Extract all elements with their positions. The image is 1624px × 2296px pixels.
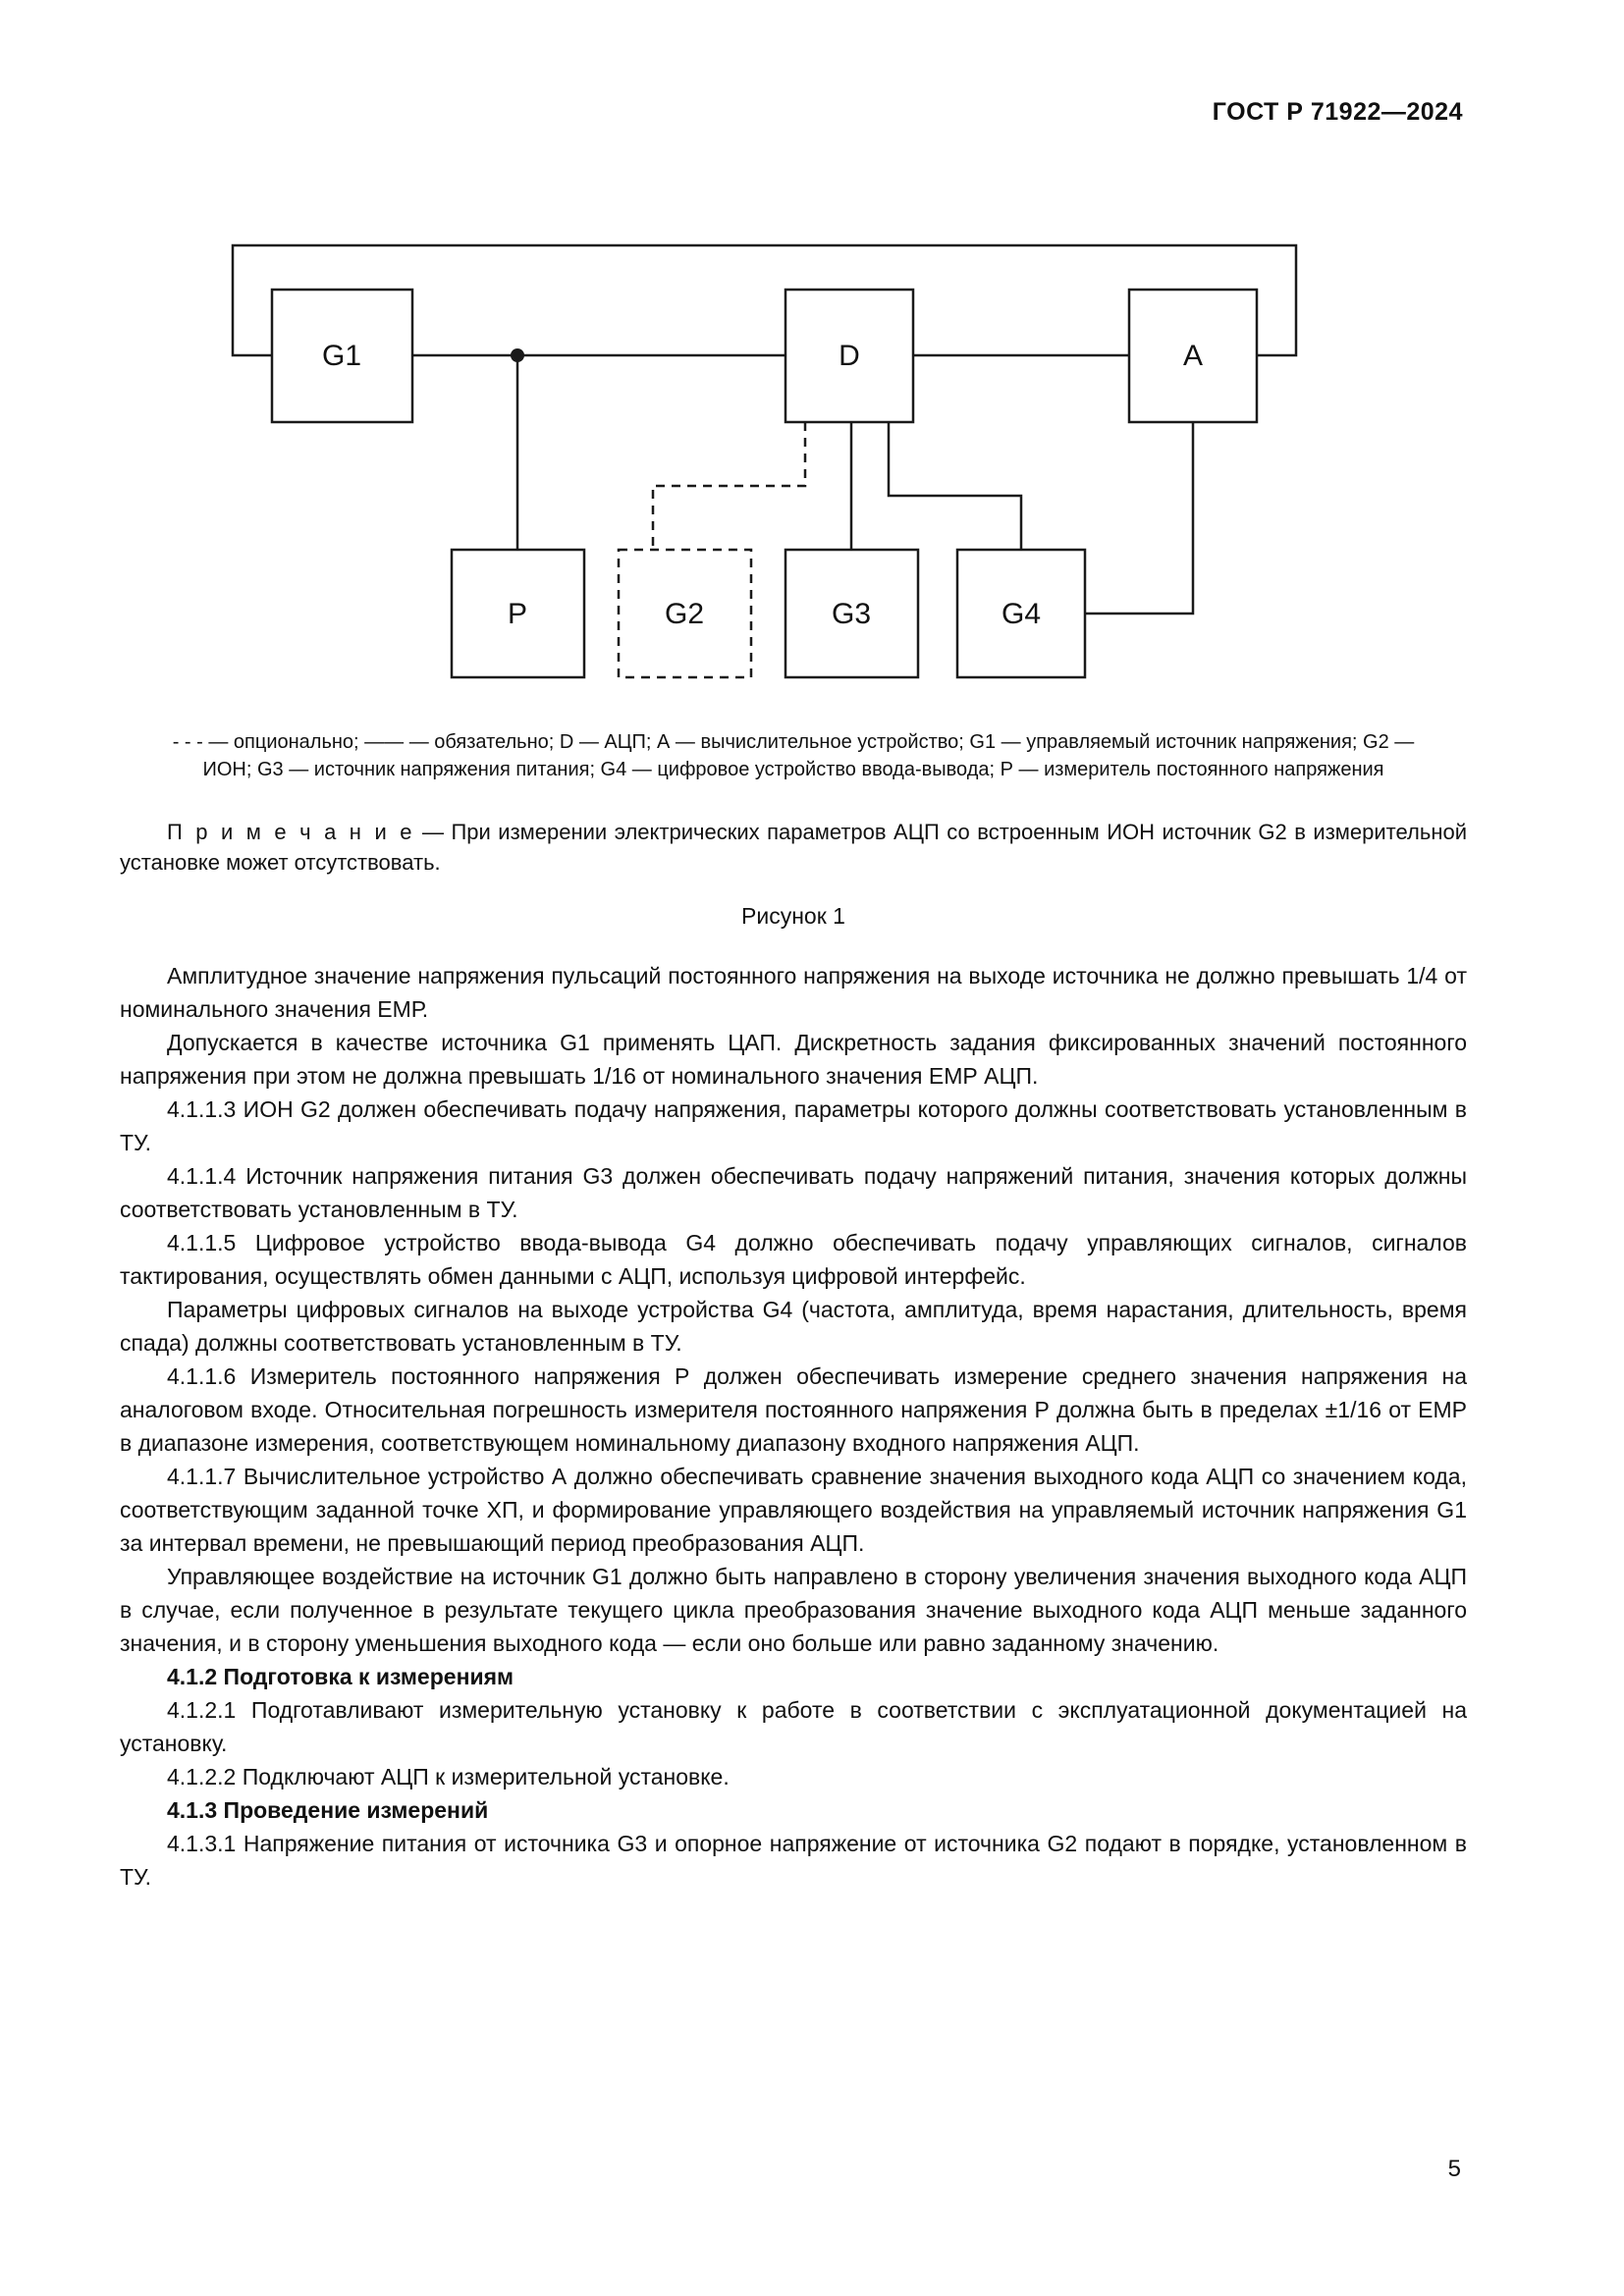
block-d: [784, 288, 915, 424]
block-g1: [270, 288, 414, 424]
para-4-1-1-3: 4.1.1.3 ИОН G2 должен обеспечивать подач…: [120, 1096, 1467, 1155]
page-number: 5: [1447, 2156, 1461, 2182]
document-code: ГОСТ Р 71922—2024: [1212, 98, 1463, 126]
heading-4-1-2: 4.1.2 Подготовка к измерениям: [167, 1664, 514, 1689]
para-4-1-2-1: 4.1.2.1 Подготавливают измерительную уст…: [120, 1697, 1467, 1756]
block-g4-label: G4: [1001, 598, 1041, 630]
heading-4-1-3: 4.1.3 Проведение измерений: [167, 1797, 489, 1823]
para-4-1-1-5: 4.1.1.5 Цифровое устройство ввода-вывода…: [120, 1230, 1467, 1289]
note-label: П р и м е ч а н и е: [167, 820, 415, 844]
para-4-1-2-2: 4.1.2.2 Подключают АЦП к измерительной у…: [167, 1764, 730, 1789]
block-g4: [955, 548, 1087, 679]
wire-d-to-g2-optional: [651, 422, 807, 550]
para-4-1-1-4: 4.1.1.4 Источник напряжения питания G3 д…: [120, 1163, 1467, 1222]
block-g3: [784, 548, 920, 679]
para-4-1-1-7: 4.1.1.7 Вычислительное устройство А долж…: [120, 1464, 1467, 1556]
document-content: - - - — опционально; —— — обязательно; D…: [120, 728, 1467, 1894]
block-p-label: P: [508, 598, 527, 630]
block-g2-optional: [617, 548, 753, 679]
note-text: — При измерении электрических параметров…: [120, 820, 1467, 875]
figure-note: П р и м е ч а н и е — При измерении элек…: [120, 817, 1467, 878]
block-g1-label: G1: [322, 340, 361, 372]
block-p: [450, 548, 586, 679]
feedback-loop-wire: [231, 243, 1298, 357]
block-g3-label: G3: [832, 598, 871, 630]
wire-d-to-g4: [887, 422, 1023, 550]
figure-1-diagram: G1 D A P G2 G3 G4: [231, 243, 1298, 679]
para-ripple-amplitude: Амплитудное значение напряжения пульсаци…: [120, 963, 1467, 1022]
para-4-1-1-6: 4.1.1.6 Измеритель постоянного напряжени…: [120, 1363, 1467, 1456]
block-g2-label: G2: [665, 598, 704, 630]
para-control-action: Управляющее воздействие на источник G1 д…: [120, 1564, 1467, 1656]
figure-number-label: Рисунок 1: [741, 903, 845, 929]
block-a: [1127, 288, 1259, 424]
figure-caption: - - - — опционально; —— — обязательно; D…: [172, 731, 1415, 780]
para-dac-as-g1: Допускается в качестве источника G1 прим…: [120, 1030, 1467, 1089]
para-4-1-3-1: 4.1.3.1 Напряжение питания от источника …: [120, 1831, 1467, 1890]
wire-a-to-g4: [1085, 422, 1195, 615]
block-a-label: A: [1183, 340, 1203, 372]
junction-dot: [511, 348, 524, 362]
para-g4-signal-params: Параметры цифровых сигналов на выходе ус…: [120, 1297, 1467, 1356]
block-d-label: D: [839, 340, 860, 372]
